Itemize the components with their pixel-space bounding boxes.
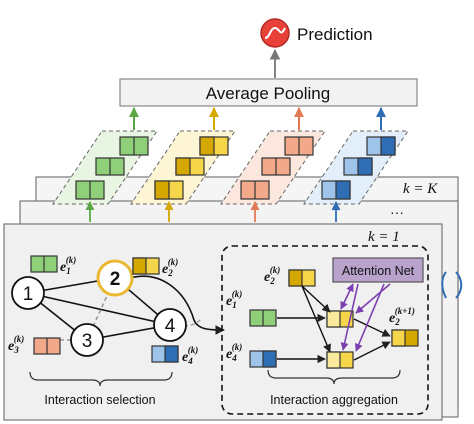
embedding-e2-label: e2(k) <box>162 257 178 278</box>
agg-e1-label: e1(k) <box>226 289 242 310</box>
svg-text:1: 1 <box>23 284 34 305</box>
agg-e2-label: e2(k) <box>264 265 280 286</box>
embedding-e3-label: e3(k) <box>8 334 24 355</box>
embedding-e4-box <box>151 345 179 363</box>
attention-net-box <box>332 257 424 283</box>
prediction-label: Prediction <box>297 25 373 44</box>
aggregation-caption: Interaction aggregation <box>270 393 398 407</box>
agg-output-label: e2(k+1) <box>389 306 415 327</box>
embedding-e4-label: e4(k) <box>182 345 198 366</box>
attention-net-label: Attention Net <box>342 264 415 278</box>
selection-brace <box>29 371 173 387</box>
layer-k-1-label: k = 1 <box>368 229 400 245</box>
agg-e4-box <box>249 350 277 368</box>
selection-caption: Interaction selection <box>44 393 155 407</box>
graph-node-4: 4 <box>153 308 187 342</box>
svg-text:3: 3 <box>82 331 93 352</box>
graph-node-3: 3 <box>70 323 104 357</box>
agg-mid-bottom-box <box>326 351 354 369</box>
aggregation-brace <box>267 369 401 385</box>
average-pooling-label: Average Pooling <box>206 84 330 103</box>
agg-e4-label: e4(k) <box>226 342 242 363</box>
aggregation-box <box>221 245 429 415</box>
aggregation-arrows <box>277 285 391 364</box>
agg-output-box <box>391 329 419 347</box>
pooled-group-yellow <box>130 130 236 205</box>
agg-mid-top-box <box>326 310 354 328</box>
embedding-e2-box <box>132 257 160 275</box>
graph-node-2: 2 <box>96 259 134 297</box>
svg-text:2: 2 <box>110 269 121 290</box>
embedding-e1-box <box>30 255 58 273</box>
embedding-e3-box <box>33 337 61 355</box>
layer-dots: ··· <box>390 204 404 220</box>
layer-k-1 <box>3 223 443 421</box>
svg-text:4: 4 <box>165 316 176 337</box>
pooled-group-salmon <box>220 130 326 205</box>
pooled-group-blue <box>303 130 409 205</box>
agg-e1-box <box>249 309 277 327</box>
agg-e2-box <box>288 269 316 287</box>
embedding-e1-label: e1(k) <box>60 255 76 276</box>
graph-node-1: 1 <box>11 276 45 310</box>
side-curve-arrow-right <box>455 271 463 299</box>
prediction-node <box>260 18 290 48</box>
layer-k-K-label: k = K <box>403 181 438 197</box>
node2-to-aggregation-arrow <box>129 275 225 335</box>
pooled-group-green <box>52 130 158 205</box>
attention-arrows <box>340 283 391 352</box>
side-curve-arrow-left <box>441 271 447 299</box>
average-pooling-box <box>119 78 418 107</box>
